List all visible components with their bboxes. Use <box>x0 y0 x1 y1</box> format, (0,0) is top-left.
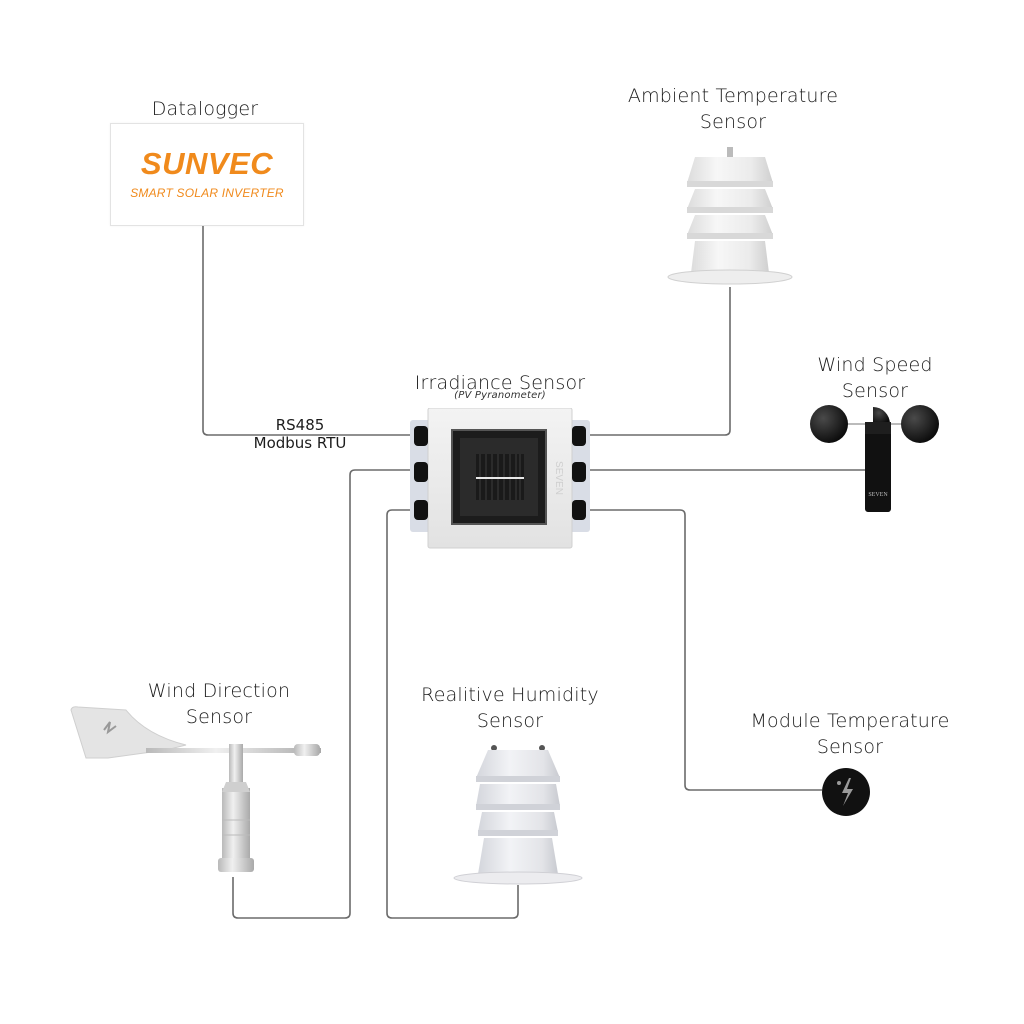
wind-speed-label: Wind Speed Sensor <box>790 352 960 404</box>
svg-text:SEVEN: SEVEN <box>868 492 888 498</box>
hub-side-brand: SEVEN <box>553 461 564 495</box>
wind-direction-label-line1: Wind Direction <box>147 680 291 702</box>
wire-module-temp <box>580 509 822 791</box>
radiation-shield-icon <box>667 147 793 285</box>
module-temp-label-line2: Sensor <box>816 736 884 758</box>
irradiance-sensor-subtitle: (PV Pyranometer) <box>454 390 546 401</box>
ambient-temp-label-line2: Sensor <box>699 111 767 133</box>
datalogger-title: Datalogger <box>151 98 259 120</box>
datalogger-label: Datalogger <box>130 96 280 122</box>
irradiance-sensor-label: Irradiance Sensor (PV Pyranometer) <box>390 370 610 402</box>
ambient-temp-label: Ambient Temperature Sensor <box>600 83 866 135</box>
irradiance-sensor-title: Irradiance Sensor <box>414 372 586 394</box>
protocol-label: RS485 Modbus RTU <box>240 416 360 452</box>
wind-speed-label-line1: Wind Speed <box>817 354 933 376</box>
wire-ambient-temp <box>580 287 731 436</box>
humidity-label-line1: Realitive Humidity <box>421 684 599 706</box>
wind-direction-label-line2: Sensor <box>185 706 253 728</box>
module-temp-sensor-device <box>822 768 870 816</box>
wire-humidity <box>386 509 519 919</box>
irradiance-sensor-device: SEVEN <box>410 408 590 549</box>
protocol-rs485: RS485 <box>275 416 325 434</box>
module-temp-label: Module Temperature Sensor <box>730 708 970 760</box>
humidity-label-line2: Sensor <box>476 710 544 732</box>
brand-tagline: SMART SOLAR INVERTER <box>130 186 284 200</box>
protocol-modbus: Modbus RTU <box>253 434 347 452</box>
radiation-shield-icon <box>453 745 583 885</box>
module-temp-label-line1: Module Temperature <box>750 710 950 732</box>
wind-speed-label-line2: Sensor <box>841 380 909 402</box>
wire-wind-direction <box>232 469 418 919</box>
humidity-label: Realitive Humidity Sensor <box>400 682 620 734</box>
wire-datalogger <box>202 224 418 436</box>
wind-vane-icon <box>70 706 321 872</box>
solar-cell-icon <box>476 454 524 500</box>
ambient-temp-label-line1: Ambient Temperature <box>627 85 839 107</box>
anemometer-icon: SEVEN <box>810 405 939 512</box>
brand-logo: SUNVEC <box>140 146 274 181</box>
datalogger-device: SUNVEC SMART SOLAR INVERTER <box>110 123 304 226</box>
wind-direction-label: Wind Direction Sensor <box>130 678 308 730</box>
lightning-bolt-icon <box>842 778 853 806</box>
